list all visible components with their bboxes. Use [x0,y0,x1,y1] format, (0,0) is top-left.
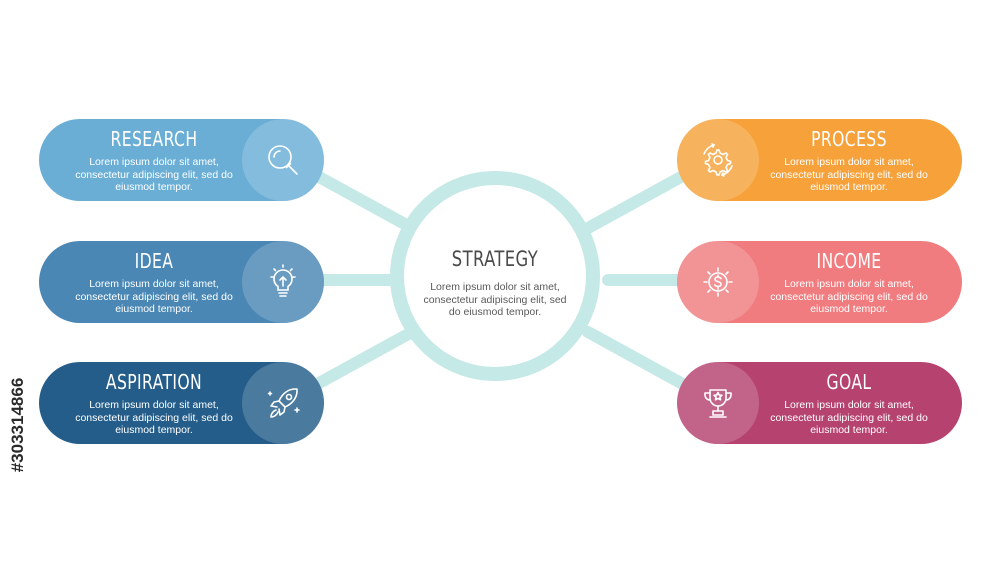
idea-card: IDEA Lorem ipsum dolor sit amet, consect… [39,241,324,323]
goal-card: GOAL Lorem ipsum dolor sit amet, consect… [677,362,962,444]
income-description: Lorem ipsum dolor sit amet, consectetur … [770,278,928,315]
aspiration-card: ASPIRATION Lorem ipsum dolor sit amet, c… [39,362,324,444]
lightbulb-icon [270,264,296,297]
process-card: PROCESS Lorem ipsum dolor sit amet, cons… [677,119,962,201]
income-title: INCOME [816,249,882,273]
image-id-text: #303314866 [8,377,27,473]
gear-icon [703,143,733,177]
center-circle: STRATEGY Lorem ipsum dolor sit amet, con… [390,171,600,381]
process-title: PROCESS [811,127,887,151]
icon-disc [677,119,759,201]
idea-title: IDEA [134,249,174,273]
magnifier-icon [268,145,298,175]
goal-title: GOAL [826,370,872,394]
rocket-icon [267,388,300,418]
idea-description: Lorem ipsum dolor sit amet, consectetur … [75,278,233,315]
research-title: RESEARCH [110,127,198,151]
dollar-coin-icon [703,267,733,297]
income-card: INCOME Lorem ipsum dolor sit amet, conse… [677,241,962,323]
image-id-label: #303314866 [6,325,30,525]
trophy-icon [704,389,732,418]
research-description: Lorem ipsum dolor sit amet, consectetur … [75,156,233,193]
icon-disc [242,362,324,444]
process-description: Lorem ipsum dolor sit amet, consectetur … [770,156,928,193]
icon-disc [242,119,324,201]
research-card: RESEARCH Lorem ipsum dolor sit amet, con… [39,119,324,201]
icon-disc [677,362,759,444]
center-description: Lorem ipsum dolor sit amet, consectetur … [423,281,567,318]
aspiration-description: Lorem ipsum dolor sit amet, consectetur … [75,399,233,436]
aspiration-title: ASPIRATION [105,370,203,394]
center-title: STRATEGY [451,247,539,271]
goal-description: Lorem ipsum dolor sit amet, consectetur … [770,399,928,436]
